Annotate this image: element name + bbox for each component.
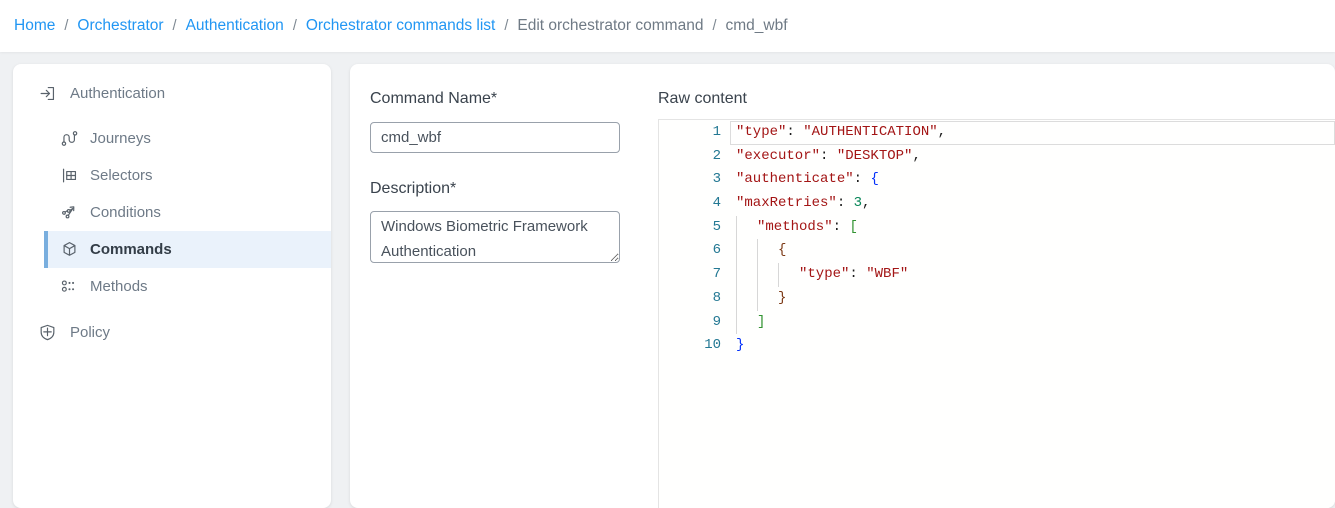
code-line[interactable]: 9] [659,310,1335,335]
code-line[interactable]: 4 "maxRetries": 3, [659,192,1335,216]
code-line-content: "methods": [ [730,215,1335,240]
code-line[interactable]: 6{ [659,239,1335,264]
line-number[interactable]: 5 [712,218,721,235]
code-text: "executor": "DESKTOP", [736,147,921,164]
raw-content-panel: Raw content 1 "type": "AUTHENTICATION", 2 "… [658,64,1335,508]
code-line-content: { [730,239,1335,264]
code-line[interactable]: 10} [659,334,1335,358]
code-line[interactable]: 2 "executor": "DESKTOP", [659,145,1335,169]
breadcrumb-item-edit-orchestrator-command: Edit orchestrator command [517,17,704,34]
sidebar-item-authentication[interactable]: Authentication [13,78,331,108]
code-line[interactable]: 8} [659,286,1335,311]
sidebar-item-conditions[interactable]: Conditions [44,194,331,231]
code-line[interactable]: 5 "methods": [ [659,215,1335,240]
line-number[interactable]: 10 [704,337,721,354]
main-panel: Command Name* Description* Windows Biome… [350,64,1335,508]
indent-guide [736,239,757,264]
breadcrumb: Home / Orchestrator / Authentication / Orchest… [14,17,788,35]
line-number[interactable]: 4 [712,195,721,212]
indent-guide [736,310,757,335]
sidebar-item-label: Conditions [90,204,161,221]
indent-guide [778,263,799,287]
code-line-content: "executor": "DESKTOP", [730,145,1335,169]
code-text: ] [757,313,766,330]
sidebar-item-methods[interactable]: Methods [44,268,331,305]
code-text: "methods": [ [757,218,858,235]
sidebar-item-journeys[interactable]: Journeys [44,120,331,157]
code-text: "type": "AUTHENTICATION", [736,124,947,140]
code-line-content: ] [730,310,1335,335]
code-text: } [778,289,787,306]
login-icon [38,84,57,103]
code-editor[interactable]: 1 "type": "AUTHENTICATION", 2 "executor": "… [658,119,1335,508]
command-form: Command Name* Description* Windows Biome… [350,64,658,508]
sidebar-item-label: Journeys [90,130,151,147]
code-text: "type": "WBF" [799,266,909,283]
sidebar-item-label: Methods [90,278,148,295]
command-name-label: Command Name* [370,90,498,107]
sidebar-item-commands[interactable]: Commands [44,231,331,268]
breadcrumb-separator: / [172,18,177,34]
line-number[interactable]: 6 [712,242,721,259]
breadcrumb-separator: / [712,18,717,34]
code-line-content: "authenticate": { [730,168,1335,192]
policy-icon [38,323,57,342]
breadcrumb-separator: / [504,18,509,34]
code-text: { [778,242,787,259]
sidebar-item-selectors[interactable]: Selectors [44,157,331,194]
code-line-content: "type": "AUTHENTICATION", [730,121,1335,145]
raw-content-label: Raw content [658,90,747,107]
conditions-icon [60,203,79,222]
code-line[interactable]: 7 "type": "WBF" [659,263,1335,287]
breadcrumb-item-home[interactable]: Home [14,17,56,34]
code-line-content: "type": "WBF" [730,263,1335,287]
indent-guide [757,239,778,264]
breadcrumb-item-cmd-wbf: cmd_wbf [725,17,788,34]
line-number[interactable]: 3 [712,171,721,188]
indent-guide [736,286,757,311]
selectors-icon [60,166,79,185]
methods-icon [60,277,79,296]
code-line-content: } [730,286,1335,311]
breadcrumb-separator: / [292,18,297,34]
sidebar-item-label: Selectors [90,167,153,184]
indent-guide [736,263,757,287]
sidebar-item-label: Commands [90,241,172,258]
code-text: "maxRetries": 3, [736,195,871,212]
line-number[interactable]: 2 [712,147,721,164]
code-line[interactable]: 3 "authenticate": { [659,168,1335,192]
sidebar-item-policy[interactable]: Policy [13,317,331,347]
code-line-content: } [730,334,1335,358]
breadcrumb-item-orchestrator-commands-list[interactable]: Orchestrator commands list [305,17,496,34]
breadcrumb-separator: / [64,18,69,34]
line-number[interactable]: 7 [712,266,721,283]
breadcrumb-bar: Home / Orchestrator / Authentication / Orchest… [0,0,1335,52]
sidebar-item-label: Authentication [70,84,166,102]
breadcrumb-item-orchestrator[interactable]: Orchestrator [77,17,164,34]
indent-guide [736,215,757,240]
sidebar-item-label: Policy [70,323,111,341]
line-number[interactable]: 8 [712,289,721,306]
breadcrumb-item-authentication[interactable]: Authentication [185,17,284,34]
commands-icon [60,240,79,259]
code-line[interactable]: 1 "type": "AUTHENTICATION", [659,121,1335,145]
journeys-icon [60,129,79,148]
line-number[interactable]: 1 [712,124,721,140]
code-text: "authenticate": { [736,171,879,188]
indent-guide [757,263,778,287]
line-number[interactable]: 9 [712,313,721,330]
indent-guide [757,286,778,311]
command-name-input[interactable] [370,122,620,153]
description-textarea[interactable]: Windows Biometric Framework Authenticati… [370,211,620,263]
code-line-content: "maxRetries": 3, [730,192,1335,216]
code-text: } [736,337,745,354]
description-label: Description* [370,180,457,197]
